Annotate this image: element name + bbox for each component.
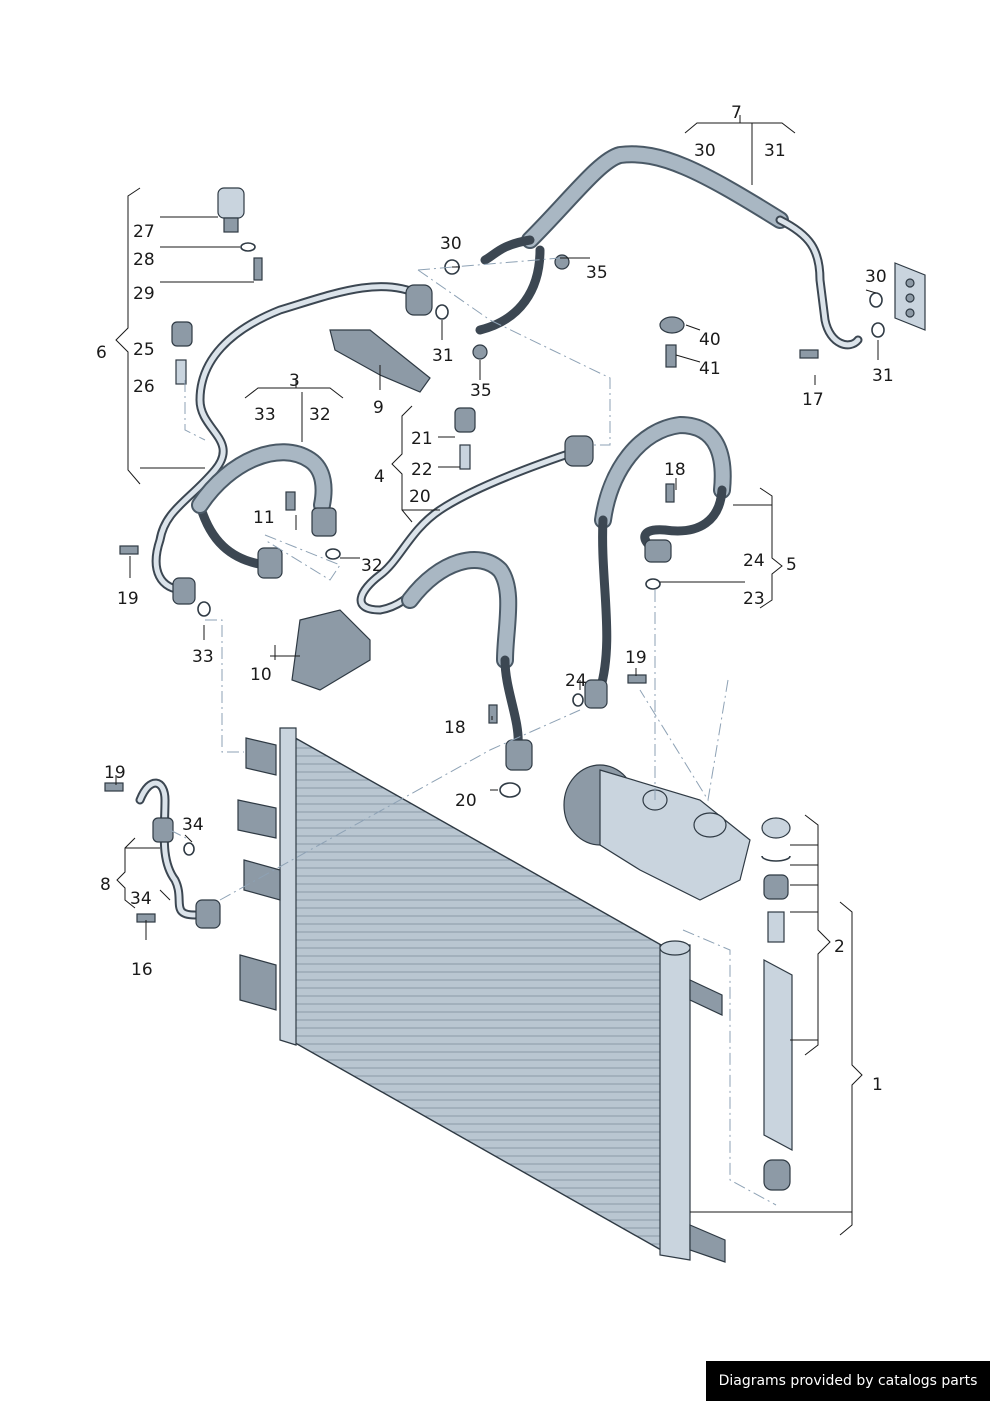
label-29: 29 [133, 284, 155, 304]
o-ring-31-mid [435, 304, 449, 320]
label-17: 17 [802, 390, 824, 410]
credits-text: Diagrams provided by catalogs parts [718, 1373, 978, 1389]
bolt-18-upper [665, 483, 675, 503]
label-24-mid: 24 [565, 671, 587, 691]
label-35-lower: 35 [470, 381, 492, 401]
credits-banner: Diagrams provided by catalogs parts [706, 1361, 990, 1401]
o-ring-33 [197, 601, 211, 617]
o-ring-20 [499, 782, 521, 798]
valve-29 [253, 257, 263, 281]
label-30-hose: 30 [694, 141, 716, 161]
o-ring-28 [240, 242, 256, 252]
o-ring-31-right [871, 322, 885, 338]
label-1: 1 [872, 1075, 883, 1095]
label-24-right: 24 [743, 551, 765, 571]
label-2: 2 [834, 937, 845, 957]
leader-lines [115, 115, 879, 1236]
label-19-right: 19 [625, 648, 647, 668]
valve-26 [175, 359, 187, 385]
label-23: 23 [743, 589, 765, 609]
label-9: 9 [373, 398, 384, 418]
compressor [563, 764, 751, 901]
part-labels: 1 2 3 4 5 6 7 8 9 10 11 16 17 18 18 19 1… [96, 103, 894, 1095]
label-30-right: 30 [865, 267, 887, 287]
bolt-41 [665, 344, 677, 368]
label-34-lower: 34 [130, 889, 152, 909]
bolt-18-lower [488, 704, 498, 724]
label-22: 22 [411, 460, 433, 480]
label-20-lower: 20 [455, 791, 477, 811]
hose-4-lower [401, 551, 533, 771]
label-30-top: 30 [440, 234, 462, 254]
label-31-hose: 31 [764, 141, 786, 161]
label-26: 26 [133, 377, 155, 397]
pressure-plate-right [894, 262, 926, 331]
label-31-mid: 31 [432, 346, 454, 366]
label-40: 40 [699, 330, 721, 350]
cap-21 [454, 407, 476, 433]
label-21: 21 [411, 429, 433, 449]
label-4: 4 [374, 467, 385, 487]
bracket-9 [329, 329, 431, 393]
label-11: 11 [253, 508, 275, 528]
receiver-drier [761, 817, 793, 1191]
label-27: 27 [133, 222, 155, 242]
label-8: 8 [100, 875, 111, 895]
o-ring-32 [325, 548, 341, 560]
label-25: 25 [133, 340, 155, 360]
bolt-17 [799, 349, 819, 359]
label-32-lower: 32 [361, 556, 383, 576]
label-34-upper: 34 [182, 815, 204, 835]
pipe-8 [135, 778, 221, 929]
valve-22 [459, 444, 471, 470]
hose-5 [584, 416, 732, 709]
label-10: 10 [250, 665, 272, 685]
nut-40 [659, 316, 685, 334]
label-5: 5 [786, 555, 797, 575]
label-18-upper: 18 [664, 460, 686, 480]
o-ring-24 [572, 693, 584, 707]
nut-35-lower [472, 344, 488, 360]
pipe-4 [356, 435, 594, 615]
label-20-upper: 20 [409, 487, 431, 507]
flow-lines [169, 257, 777, 1206]
o-ring-23 [645, 578, 661, 590]
label-7: 7 [731, 103, 742, 123]
hose-3 [191, 443, 337, 579]
o-ring-34 [183, 842, 195, 856]
bracket-10 [291, 609, 371, 691]
label-32-top: 32 [309, 405, 331, 425]
bolt-11 [285, 491, 296, 511]
bolt-19-bottom [104, 782, 124, 792]
sensor-27 [217, 187, 245, 233]
label-6: 6 [96, 343, 107, 363]
label-41: 41 [699, 359, 721, 379]
bolt-19-left [119, 545, 139, 555]
pipe-6 [151, 282, 433, 605]
condenser [237, 727, 726, 1263]
label-33-top: 33 [254, 405, 276, 425]
label-33-lower: 33 [192, 647, 214, 667]
label-19-left: 19 [117, 589, 139, 609]
bolt-19-right [627, 674, 647, 684]
label-31-right: 31 [872, 366, 894, 386]
label-16: 16 [131, 960, 153, 980]
nut-35-upper [554, 254, 570, 270]
o-ring-30-right [869, 292, 883, 308]
label-18-lower: 18 [444, 718, 466, 738]
label-3: 3 [289, 371, 300, 391]
label-35-top: 35 [586, 263, 608, 283]
hose-7 [475, 145, 863, 350]
label-19-bottom: 19 [104, 763, 126, 783]
cap-25 [171, 321, 193, 347]
label-28: 28 [133, 250, 155, 270]
